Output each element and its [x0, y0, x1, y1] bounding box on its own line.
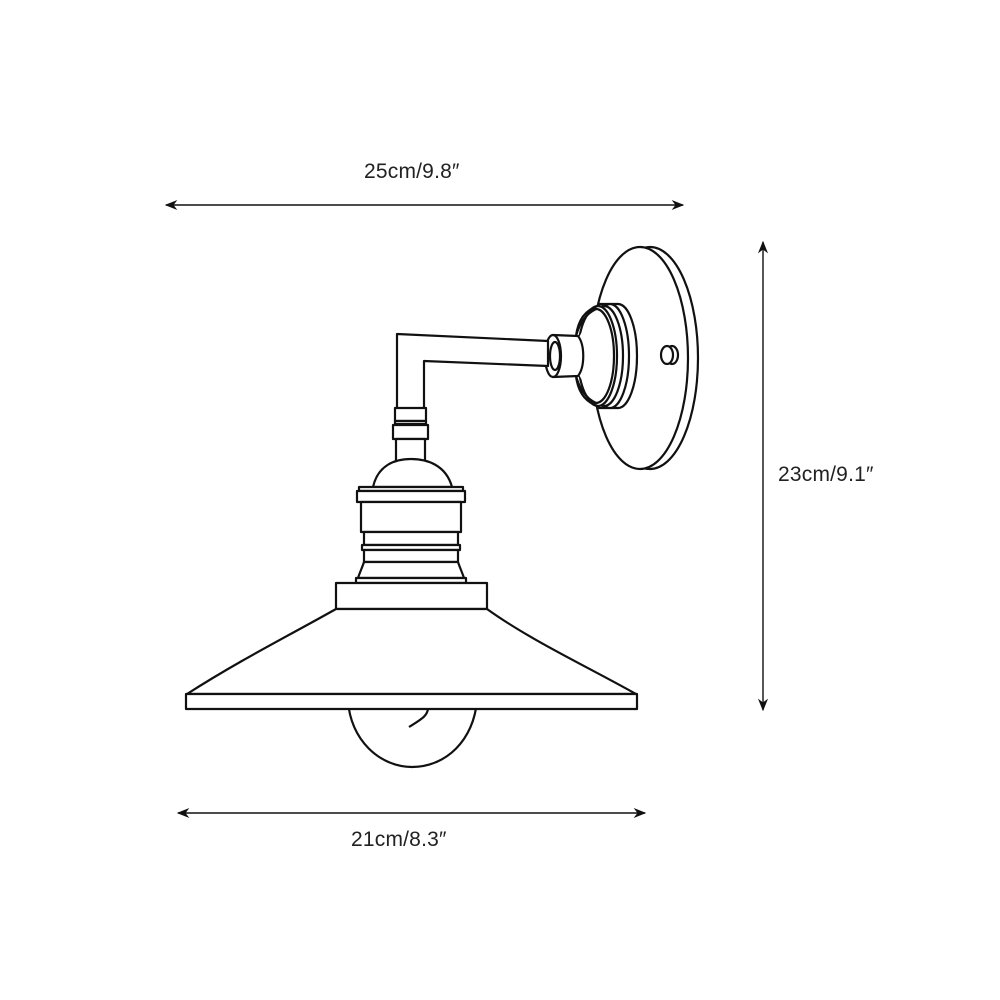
- shade-collar: [334, 581, 489, 611]
- socket-body: [354, 485, 468, 585]
- arm-collar: [543, 333, 585, 379]
- arm-coupling: [391, 406, 430, 464]
- backplate: [590, 245, 700, 471]
- backplate-screw-icon: [659, 344, 680, 366]
- l-shaped-arm: [395, 332, 550, 411]
- mount-cone: [574, 302, 639, 410]
- shade-brim: [184, 692, 639, 711]
- shade-cone: [185, 607, 638, 696]
- width-dimension-label: 25cm/9.8″: [364, 160, 460, 183]
- socket-dome: [371, 457, 454, 489]
- height-dimension-label: 23cm/9.1″: [778, 463, 874, 486]
- shade-dimension-label: 21cm/8.3″: [351, 828, 447, 851]
